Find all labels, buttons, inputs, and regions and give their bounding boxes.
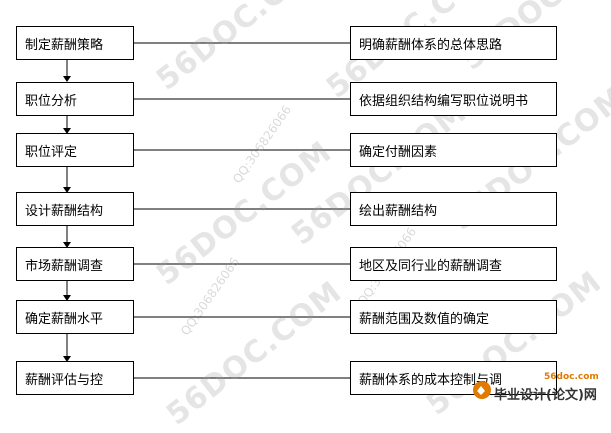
step-description-box: 薪酬范围及数值的确定 [350,300,557,334]
step-description-box: 明确薪酬体系的总体思路 [350,26,557,60]
arrow-head [63,242,71,248]
step-description-box: 依据组织结构编写职位说明书 [350,82,557,116]
logo-site-text: 56doc.com [544,372,599,382]
step-description-box: 薪酬体系的成本控制与调 [350,361,557,395]
step-description-box: 绘出薪酬结构 [350,192,557,226]
process-step-box: 市场薪酬调查 [16,247,134,281]
arrow-head [63,76,71,82]
arrow-head [63,128,71,134]
logo-mark-icon [473,381,491,399]
process-step-box: 设计薪酬结构 [16,192,134,226]
process-step-box: 职位分析 [16,82,134,116]
arrow-head [63,295,71,301]
site-logo: 56doc.com 毕业设计(论文)网 [472,372,608,403]
process-step-box: 制定薪酬策略 [16,26,134,60]
process-step-box: 职位评定 [16,133,134,167]
connectors [63,42,350,379]
logo-name-text: 毕业设计(论文)网 [494,388,597,403]
step-description-box: 确定付酬因素 [350,133,557,167]
arrow-head [63,356,71,362]
flowchart: 56DOC.COM 56DOC.COM 56DOC.COM 56DOC.COM … [16,0,611,433]
step-description-box: 地区及同行业的薪酬调查 [350,247,557,281]
arrow-head [63,187,71,193]
process-step-box: 确定薪酬水平 [16,300,134,334]
process-step-box: 薪酬评估与控 [16,361,134,395]
